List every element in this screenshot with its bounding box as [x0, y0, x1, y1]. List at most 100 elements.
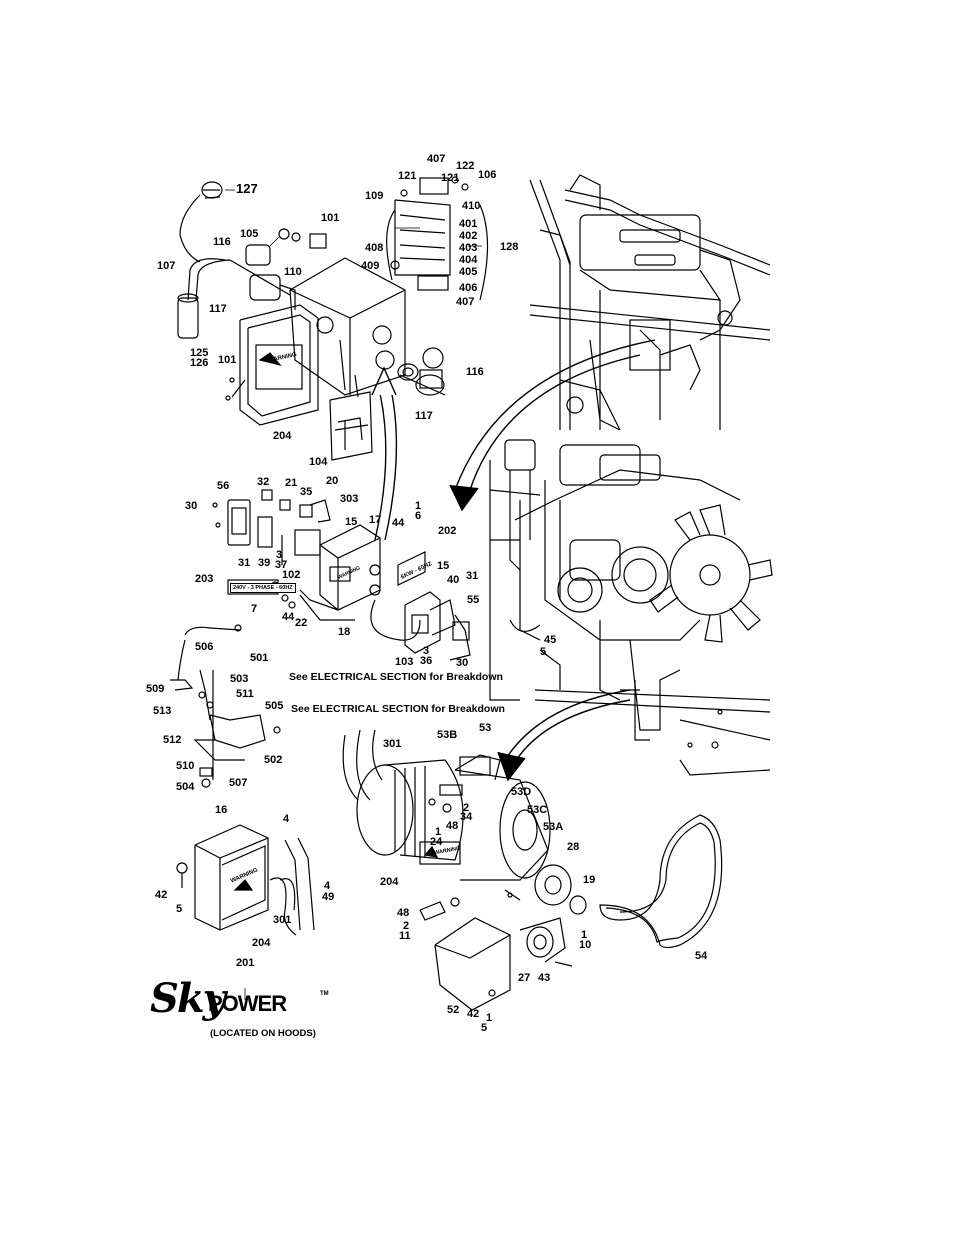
callout-16: 16 [215, 804, 228, 816]
callout-513: 513 [153, 705, 172, 717]
callout-510: 510 [176, 760, 195, 772]
callout-408: 408 [365, 242, 384, 254]
callout-110: 110 [284, 266, 302, 278]
callout-504: 504 [176, 781, 195, 793]
callout-35: 35 [300, 486, 313, 498]
callout-36: 36 [420, 655, 433, 667]
callout-2b: 2 [403, 920, 410, 932]
callout-303: 303 [340, 493, 359, 505]
callout-117b: 117 [415, 410, 433, 422]
callout-4b: 4 [324, 880, 331, 892]
callout-6: 6 [415, 510, 422, 522]
callout-403: 403 [459, 242, 478, 254]
callout-52: 52 [447, 1004, 460, 1016]
callout-410: 410 [462, 200, 481, 212]
callout-201: 201 [236, 957, 255, 969]
callout-53: 53 [479, 722, 492, 734]
callout-22: 22 [295, 617, 308, 629]
callout-45: 45 [544, 634, 557, 646]
callout-102: 102 [282, 569, 301, 581]
callout-301a: 301 [383, 738, 402, 750]
callout-506: 506 [195, 641, 214, 653]
harness-drawing [170, 624, 281, 788]
callout-106: 106 [478, 169, 497, 181]
callout-203: 203 [195, 573, 214, 585]
callout-401: 401 [459, 218, 478, 230]
callout-54: 54 [695, 950, 708, 962]
callout-204c: 204 [252, 937, 271, 949]
logo-power-text: POWER [208, 991, 287, 1016]
callout-101a: 101 [321, 212, 340, 224]
callout-402: 402 [459, 230, 478, 242]
callout-405: 405 [459, 266, 478, 278]
callout-53d: 53D [511, 786, 532, 798]
callout-17: 17 [369, 514, 382, 526]
callout-407b: 407 [456, 296, 475, 308]
callout-105: 105 [240, 228, 259, 240]
control-box-drawing [177, 176, 489, 461]
electrical-section-note-2: See ELECTRICAL SECTION for Breakdown [291, 703, 505, 715]
callout-122: 122 [456, 160, 475, 172]
callout-30b: 30 [456, 657, 469, 669]
callout-107: 107 [157, 260, 176, 272]
callout-20: 20 [326, 475, 339, 487]
callout-404: 404 [459, 254, 478, 266]
callout-109: 109 [365, 190, 384, 202]
callout-24: 24 [430, 836, 443, 848]
callout-49: 49 [322, 891, 335, 903]
callout-34: 34 [460, 811, 473, 823]
callout-1a: 1 [415, 500, 422, 512]
leader-lines [225, 189, 482, 1000]
callout-15a: 15 [345, 516, 358, 528]
callout-505: 505 [265, 700, 284, 712]
callout-501: 501 [250, 652, 269, 664]
callout-15b: 15 [437, 560, 450, 572]
skypower-logo: Sky POWER TM (LOCATED ON HOODS) [150, 975, 335, 1045]
callout-202: 202 [438, 525, 457, 537]
callout-40: 40 [447, 574, 460, 586]
callout-2a: 2 [463, 802, 470, 814]
callout-30a: 30 [185, 500, 198, 512]
callout-507: 507 [229, 777, 248, 789]
callout-3b: 3 [423, 645, 430, 657]
callout-126: 126 [190, 357, 209, 369]
callout-204b: 204 [380, 876, 399, 888]
callout-55: 55 [467, 594, 480, 606]
logo-sky-text: Sky [150, 975, 226, 1022]
callout-128: 128 [500, 241, 519, 253]
callout-48b: 48 [397, 907, 410, 919]
callout-28: 28 [567, 841, 580, 853]
callout-121a: 121 [398, 170, 417, 182]
callout-117a: 117 [209, 303, 227, 315]
callout-43: 43 [538, 972, 551, 984]
junction-box-drawing [176, 824, 315, 936]
callout-116a: 116 [213, 236, 231, 248]
callout-406: 406 [459, 282, 478, 294]
callout-116b: 116 [466, 366, 484, 378]
logo-tm-text: TM [320, 991, 329, 997]
callout-31a: 31 [238, 557, 251, 569]
callout-125: 125 [190, 347, 209, 359]
callout-104: 104 [309, 456, 328, 468]
callout-103: 103 [395, 656, 414, 668]
callout-407a: 407 [427, 153, 446, 165]
callout-1b: 1 [435, 826, 442, 838]
engine-drawing [489, 439, 773, 776]
callout-19: 19 [583, 874, 596, 886]
callout-44b: 44 [282, 611, 295, 623]
callout-42a: 42 [155, 889, 168, 901]
callout-1d: 1 [486, 1012, 493, 1024]
callout-37: 37 [275, 559, 288, 571]
machine-frame-drawing [529, 174, 771, 431]
callout-27: 27 [518, 972, 531, 984]
callout-121b: 121 [441, 172, 460, 184]
callout-32: 32 [257, 476, 270, 488]
callout-503: 503 [230, 673, 249, 685]
callout-5c: 5 [481, 1022, 488, 1034]
logo-located-note: (LOCATED ON HOODS) [210, 1028, 316, 1039]
switch-panel-drawing [212, 489, 471, 661]
callout-53a: 53A [543, 821, 564, 833]
callout-11: 11 [399, 930, 411, 942]
callout-301b: 301 [273, 914, 292, 926]
